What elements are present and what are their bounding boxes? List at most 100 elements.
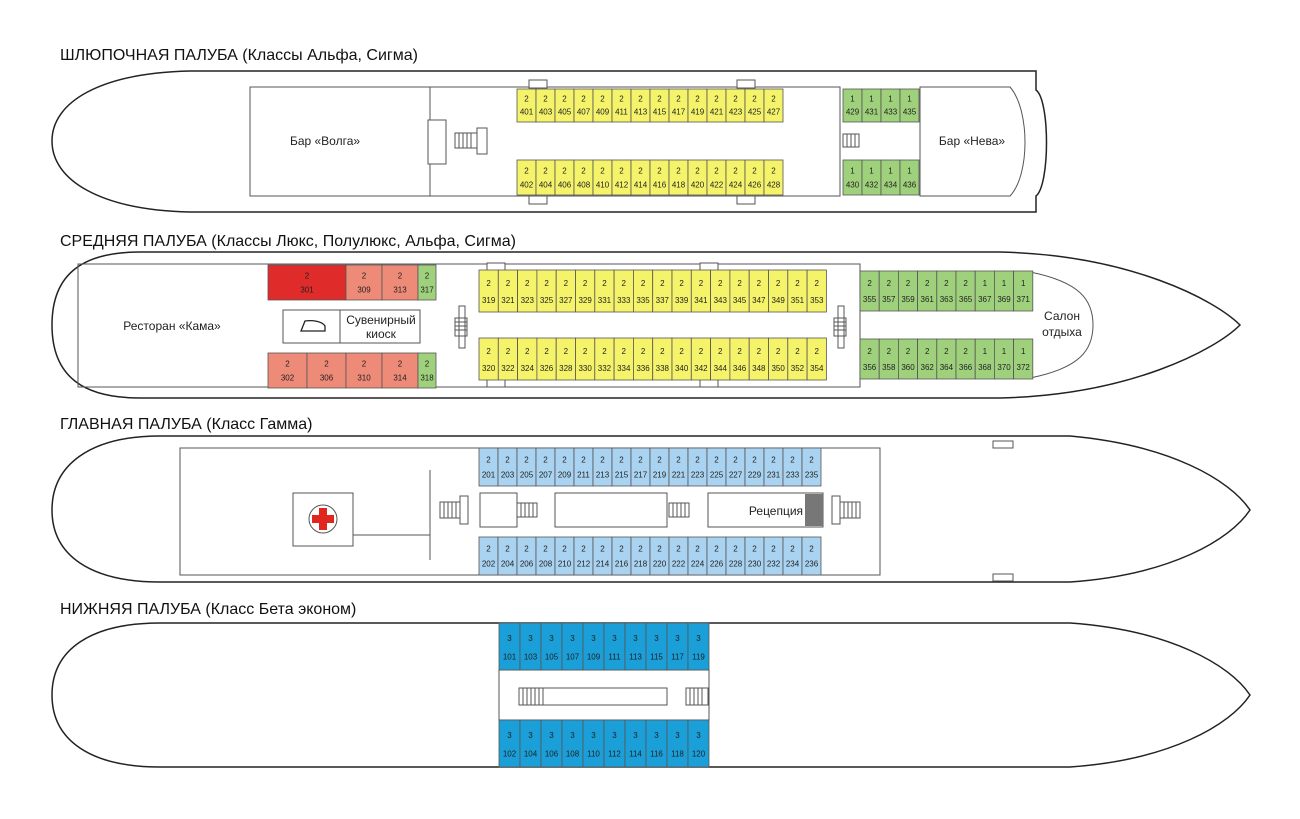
cabin-212[interactable]: 2212 [573,536,594,576]
cabin-358[interactable]: 2358 [878,338,899,380]
cabin-345[interactable]: 2345 [729,269,750,313]
cabin-230[interactable]: 2230 [744,536,765,576]
cabin-314[interactable]: 2314 [381,352,419,389]
cabin-424[interactable]: 2424 [725,159,746,196]
cabin-113[interactable]: 3113 [624,622,647,671]
cabin-429[interactable]: 1429 [842,88,863,123]
cabin-417[interactable]: 2417 [668,88,689,123]
cabin-115[interactable]: 3115 [645,622,668,671]
cabin-222[interactable]: 2222 [668,536,689,576]
cabin-355[interactable]: 2355 [859,270,880,312]
cabin-234[interactable]: 2234 [782,536,803,576]
cabin-336[interactable]: 2336 [633,337,654,381]
cabin-329[interactable]: 2329 [575,269,596,313]
cabin-361[interactable]: 2361 [917,270,938,312]
cabin-202[interactable]: 2202 [478,536,499,576]
cabin-337[interactable]: 2337 [652,269,673,313]
cabin-431[interactable]: 1431 [861,88,882,123]
cabin-363[interactable]: 2363 [936,270,957,312]
cabin-325[interactable]: 2325 [536,269,557,313]
cabin-420[interactable]: 2420 [687,159,708,196]
cabin-405[interactable]: 2405 [554,88,575,123]
cabin-410[interactable]: 2410 [592,159,613,196]
cabin-108[interactable]: 3108 [561,719,584,768]
cabin-213[interactable]: 2213 [592,447,613,487]
cabin-321[interactable]: 2321 [497,269,518,313]
cabin-220[interactable]: 2220 [649,536,670,576]
cabin-209[interactable]: 2209 [554,447,575,487]
cabin-102[interactable]: 3102 [498,719,521,768]
cabin-120[interactable]: 3120 [687,719,710,768]
cabin-340[interactable]: 2340 [671,337,692,381]
cabin-214[interactable]: 2214 [592,536,613,576]
cabin-116[interactable]: 3116 [645,719,668,768]
cabin-367[interactable]: 1367 [974,270,995,312]
cabin-334[interactable]: 2334 [613,337,634,381]
cabin-365[interactable]: 2365 [955,270,976,312]
cabin-406[interactable]: 2406 [554,159,575,196]
cabin-362[interactable]: 2362 [917,338,938,380]
cabin-114[interactable]: 3114 [624,719,647,768]
cabin-426[interactable]: 2426 [744,159,765,196]
cabin-414[interactable]: 2414 [630,159,651,196]
cabin-319[interactable]: 2319 [478,269,499,313]
cabin-112[interactable]: 3112 [603,719,626,768]
cabin-106[interactable]: 3106 [540,719,563,768]
cabin-369[interactable]: 1369 [994,270,1015,312]
cabin-434[interactable]: 1434 [880,159,901,196]
cabin-204[interactable]: 2204 [497,536,518,576]
cabin-403[interactable]: 2403 [535,88,556,123]
cabin-233[interactable]: 2233 [782,447,803,487]
cabin-208[interactable]: 2208 [535,536,556,576]
cabin-318[interactable]: 2318 [417,352,437,389]
cabin-219[interactable]: 2219 [649,447,670,487]
cabin-430[interactable]: 1430 [842,159,863,196]
cabin-103[interactable]: 3103 [519,622,542,671]
cabin-223[interactable]: 2223 [687,447,708,487]
cabin-105[interactable]: 3105 [540,622,563,671]
cabin-331[interactable]: 2331 [594,269,615,313]
cabin-327[interactable]: 2327 [555,269,576,313]
cabin-341[interactable]: 2341 [690,269,711,313]
cabin-310[interactable]: 2310 [345,352,383,389]
cabin-419[interactable]: 2419 [687,88,708,123]
cabin-224[interactable]: 2224 [687,536,708,576]
cabin-216[interactable]: 2216 [611,536,632,576]
cabin-343[interactable]: 2343 [710,269,731,313]
cabin-217[interactable]: 2217 [630,447,651,487]
cabin-104[interactable]: 3104 [519,719,542,768]
cabin-206[interactable]: 2206 [516,536,537,576]
cabin-421[interactable]: 2421 [706,88,727,123]
cabin-352[interactable]: 2352 [787,337,808,381]
cabin-359[interactable]: 2359 [898,270,919,312]
cabin-401[interactable]: 2401 [516,88,537,123]
cabin-338[interactable]: 2338 [652,337,673,381]
cabin-313[interactable]: 2313 [381,264,419,301]
cabin-226[interactable]: 2226 [706,536,727,576]
cabin-423[interactable]: 2423 [725,88,746,123]
cabin-409[interactable]: 2409 [592,88,613,123]
cabin-236[interactable]: 2236 [801,536,822,576]
cabin-320[interactable]: 2320 [478,337,499,381]
cabin-371[interactable]: 1371 [1013,270,1034,312]
cabin-354[interactable]: 2354 [806,337,827,381]
cabin-372[interactable]: 1372 [1013,338,1034,380]
cabin-301[interactable]: 2301 [267,264,347,301]
cabin-346[interactable]: 2346 [729,337,750,381]
cabin-366[interactable]: 2366 [955,338,976,380]
cabin-107[interactable]: 3107 [561,622,584,671]
cabin-339[interactable]: 2339 [671,269,692,313]
cabin-433[interactable]: 1433 [880,88,901,123]
cabin-368[interactable]: 1368 [974,338,995,380]
cabin-201[interactable]: 2201 [478,447,499,487]
cabin-415[interactable]: 2415 [649,88,670,123]
cabin-323[interactable]: 2323 [517,269,538,313]
cabin-322[interactable]: 2322 [497,337,518,381]
cabin-402[interactable]: 2402 [516,159,537,196]
cabin-342[interactable]: 2342 [690,337,711,381]
cabin-109[interactable]: 3109 [582,622,605,671]
cabin-221[interactable]: 2221 [668,447,689,487]
cabin-231[interactable]: 2231 [763,447,784,487]
cabin-435[interactable]: 1435 [899,88,920,123]
cabin-347[interactable]: 2347 [748,269,769,313]
